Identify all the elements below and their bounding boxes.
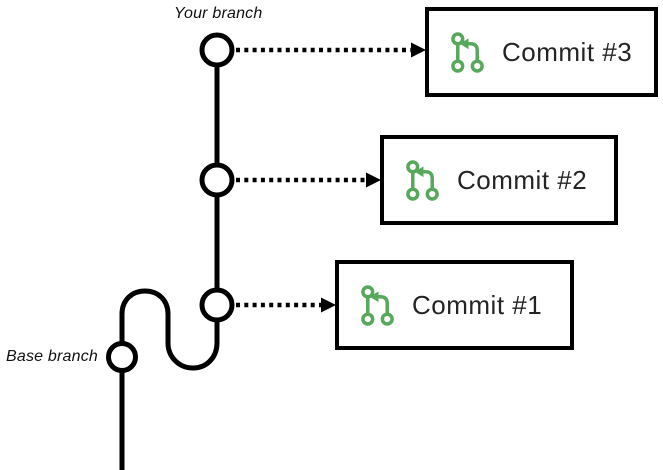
branch-line-path xyxy=(119,50,220,470)
commit-node-2 xyxy=(199,162,235,198)
base-branch-node xyxy=(106,341,138,373)
commit-card-3: Commit #3 xyxy=(425,7,658,97)
commit-node-3 xyxy=(199,32,235,68)
dotted-arrow-commit-2 xyxy=(236,172,381,188)
commit-card-2: Commit #2 xyxy=(380,135,618,225)
base-branch-label: Base branch xyxy=(6,348,99,365)
commit-card-label: Commit #1 xyxy=(412,289,543,320)
commit-card-1: Commit #1 xyxy=(335,260,574,350)
arrowhead xyxy=(321,297,336,313)
commit-node-1 xyxy=(199,287,235,323)
arrowhead xyxy=(411,42,426,58)
dotted-arrow-commit-1 xyxy=(236,297,336,313)
commit-card-label: Commit #2 xyxy=(457,164,588,195)
arrowhead xyxy=(366,172,381,188)
your-branch-label: Your branch xyxy=(174,5,263,22)
git-compare-icon xyxy=(361,284,394,326)
commit-card-label: Commit #3 xyxy=(502,36,633,67)
git-compare-icon xyxy=(406,159,439,201)
dotted-arrow-commit-3 xyxy=(236,42,426,58)
git-compare-icon xyxy=(451,31,484,73)
